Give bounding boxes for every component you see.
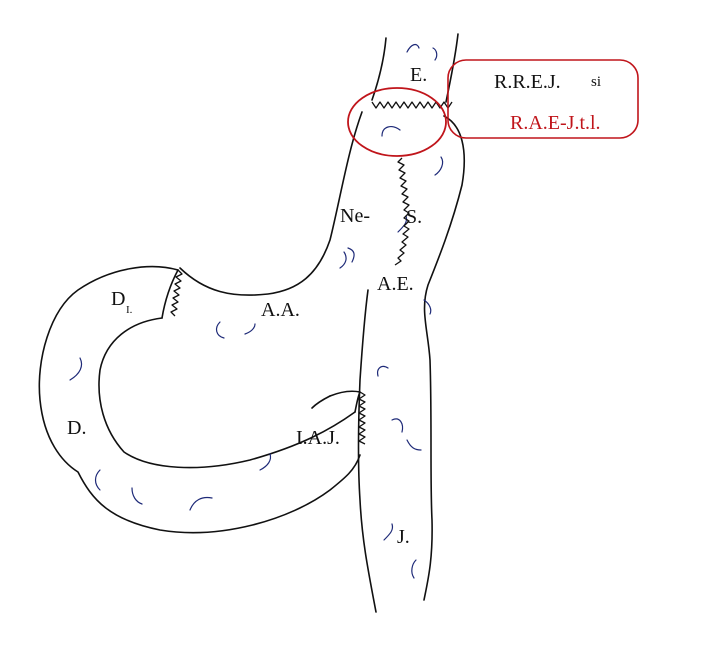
label-iaj: I.A.J. bbox=[296, 427, 340, 449]
callout-box bbox=[447, 59, 639, 139]
upper-anastomosis-suture bbox=[371, 101, 453, 109]
label-duodenum: D. bbox=[67, 417, 86, 439]
label-jejunum: J. bbox=[397, 526, 410, 548]
label-aa: A.A. bbox=[261, 299, 300, 321]
callout-line1: R.R.E.J. bbox=[494, 71, 561, 93]
esophagus bbox=[371, 33, 459, 103]
label-duodenum-d: D bbox=[111, 288, 125, 310]
label-neo-stomach: Ne- bbox=[340, 205, 370, 227]
label-ae: A.E. bbox=[377, 273, 414, 295]
label-duodenum-subscript: I. bbox=[126, 304, 133, 316]
afferent-loop bbox=[38, 265, 361, 534]
anatomy-labels: E. Ne- S. A.E. A.A. D I. D. I.A.J. J. bbox=[67, 64, 427, 548]
anastomosis-highlight-circle bbox=[347, 87, 447, 157]
callout-line2: R.A.E-J.t.l. bbox=[510, 112, 601, 134]
staple-line bbox=[394, 157, 410, 266]
jejunal-limb bbox=[357, 289, 422, 613]
junction-sutures bbox=[170, 269, 366, 445]
anastomosis-callout: R.R.E.J. si R.A.E-J.t.l. bbox=[347, 59, 639, 157]
neo-stomach bbox=[179, 111, 465, 601]
callout-line1-suffix: si bbox=[591, 74, 601, 90]
label-stomach: S. bbox=[406, 206, 422, 228]
label-esophagus: E. bbox=[410, 64, 427, 86]
